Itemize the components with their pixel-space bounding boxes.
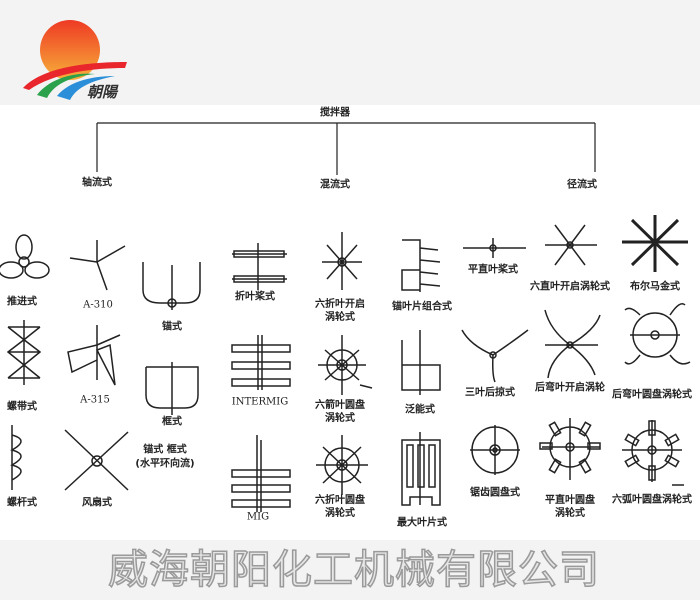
item-label: 布尔马金式 <box>630 281 680 293</box>
item-label: 六直叶开启涡轮式 <box>530 281 610 293</box>
six-arc-disc-turbine-icon <box>622 420 684 486</box>
sawtooth-disc-icon <box>470 425 520 475</box>
curved-disc-turbine-icon <box>624 303 691 365</box>
max-blade-icon <box>401 432 441 506</box>
watermark: 威海朝阳化工机械有限公司 <box>107 546 600 594</box>
item-label: 锯齿圆盘式 <box>470 487 520 499</box>
anchor-blade-combo-icon <box>401 239 441 292</box>
item-label: 螺带式 <box>7 401 37 413</box>
mig-icon <box>231 435 291 512</box>
screw-icon <box>10 425 22 490</box>
company-logo: 朝陽 <box>15 10 135 104</box>
item-label: 框式 <box>162 416 182 428</box>
item-label: 锚式 <box>162 321 182 333</box>
a315-icon <box>67 325 121 386</box>
fan-icon <box>64 429 129 491</box>
bulmagin-icon <box>622 215 688 272</box>
flat-blade-paddle-icon <box>463 238 526 258</box>
curved-open-turbine-icon <box>544 309 601 379</box>
item-label: 六折叶圆盘涡轮式 <box>315 495 365 519</box>
item-label: 推进式 <box>7 296 37 308</box>
category-axial: 轴流式 <box>82 177 112 189</box>
item-label: 最大叶片式 <box>397 517 447 529</box>
item-label: 风扇式 <box>82 497 112 509</box>
three-blade-retreat-icon <box>461 329 529 383</box>
logo-text: 朝陽 <box>87 83 119 100</box>
six-pitched-open-turbine-icon <box>322 232 362 290</box>
item-label: 螺杆式 <box>7 497 37 509</box>
item-label: A-310 <box>83 299 113 311</box>
intermig-icon <box>231 335 291 390</box>
six-arrow-disc-turbine-icon <box>318 335 373 395</box>
propeller-icon <box>0 234 50 279</box>
item-label: 锚叶片组合式 <box>392 301 452 313</box>
six-pitched-disc-turbine-icon <box>316 435 368 495</box>
item-label: A-315 <box>80 394 110 406</box>
diagram-area <box>0 105 700 540</box>
category-radial: 径流式 <box>567 179 597 191</box>
item-label: 泛能式 <box>405 404 435 416</box>
frame-icon <box>145 362 199 415</box>
item-label: 三叶后掠式 <box>465 387 515 399</box>
item-label: 平直叶桨式 <box>468 264 518 276</box>
item-label: (水平环向流) <box>135 458 195 470</box>
ribbon-icon <box>6 320 42 385</box>
item-label: 平直叶圆盘涡轮式 <box>545 495 595 519</box>
item-label: 后弯叶开启涡轮 <box>535 382 605 394</box>
item-label: 锚式 框式 <box>143 444 187 456</box>
root-label: 搅拌器 <box>320 107 350 119</box>
item-label: 六弧叶圆盘涡轮式 <box>612 494 692 506</box>
tree-lines <box>96 122 596 175</box>
six-flat-open-turbine-icon <box>545 224 597 266</box>
item-label: INTERMIG <box>231 396 289 408</box>
a310-icon <box>69 240 126 291</box>
item-label: 折叶桨式 <box>235 291 275 303</box>
universal-icon <box>401 330 441 395</box>
item-label: 六折叶开启涡轮式 <box>315 299 365 323</box>
anchor-icon <box>142 262 201 310</box>
item-label: 六箭叶圆盘涡轮式 <box>315 400 365 424</box>
pitched-blade-icon <box>232 243 287 290</box>
category-mixed: 混流式 <box>320 179 350 191</box>
flat-blade-disc-turbine-icon <box>539 418 601 480</box>
item-label: 后弯叶圆盘涡轮式 <box>612 389 692 401</box>
item-label: MIG <box>246 511 270 523</box>
